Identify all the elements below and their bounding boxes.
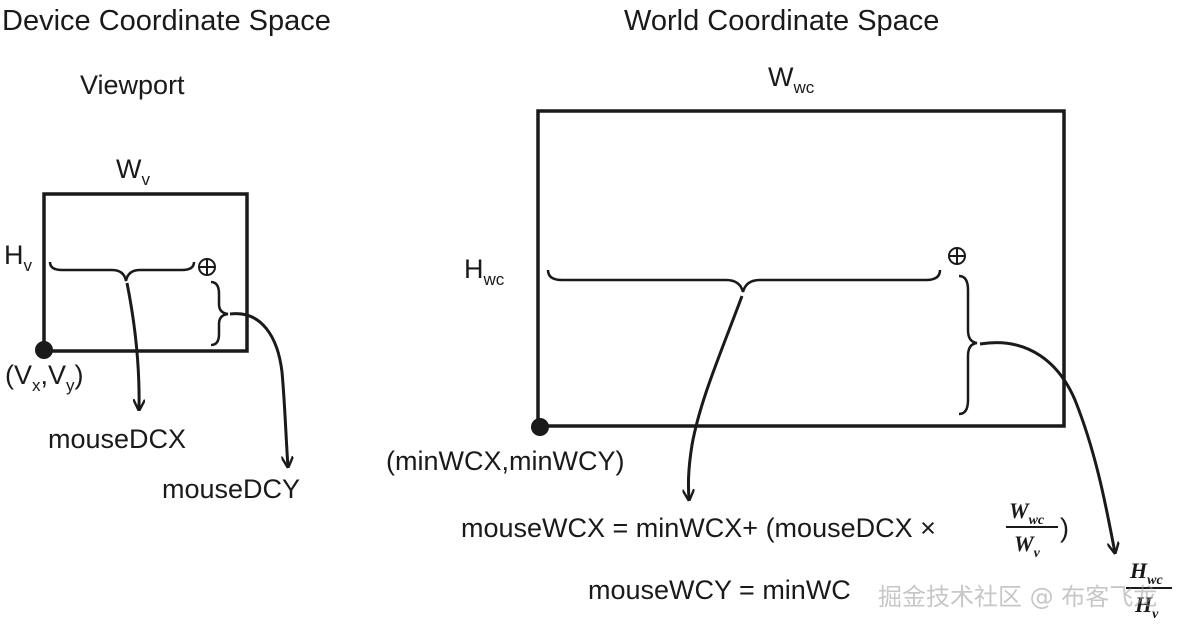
world-x-brace: [546, 269, 942, 293]
viewport-label: Viewport: [80, 70, 185, 100]
world-width-label: Wwc: [768, 62, 815, 97]
mouse-dcx-arrow: [125, 282, 139, 410]
viewport-origin-label: (Vx,Vy): [5, 360, 84, 395]
equation-y-lhs: mouseWCY = minWC: [588, 575, 851, 605]
equation-mouse-wcx: mouseWCX = minWCX+ (mouseDCX × Wwc Wv ): [461, 498, 1069, 561]
world-height-label: Hwc: [464, 254, 505, 289]
world-y-brace: [958, 274, 978, 416]
equation-mouse-wcy: mouseWCY = minWC Hwc Hv: [588, 558, 1172, 622]
mouse-wcy-arrow: [979, 341, 1115, 553]
viewport-origin-dot: [35, 341, 53, 359]
equation-x-numerator: Wwc: [1009, 498, 1045, 528]
world-window-rect: [536, 109, 1066, 428]
equation-x-lhs: mouseWCX = minWCX+ (mouseDCX ×: [461, 513, 936, 543]
mouse-dcx-label: mouseDCX: [48, 424, 186, 454]
world-origin-label: (minWCX,minWCY): [386, 446, 624, 476]
equation-x-close-paren: ): [1060, 513, 1069, 543]
world-space-title: World Coordinate Space: [624, 5, 939, 37]
device-y-brace: [210, 280, 229, 347]
viewport-rect: [42, 192, 249, 353]
world-origin-dot: [531, 418, 549, 436]
viewport-height-label: Hv: [4, 240, 33, 275]
viewport-width-label: Wv: [116, 154, 150, 189]
mouse-dcy-arrow: [229, 312, 288, 467]
mouse-dcy-label: mouseDCY: [162, 474, 300, 504]
crosshair-circle-icon: [948, 247, 966, 265]
watermark-text: 掘金技术社区 @ 布客飞龙: [878, 583, 1157, 611]
equation-x-denominator: Wv: [1014, 531, 1041, 561]
device-x-brace: [48, 261, 196, 282]
crosshair-circle-icon: [198, 258, 216, 276]
mouse-wcx-arrow: [688, 295, 744, 500]
equation-y-denominator: Hv: [1134, 592, 1159, 622]
equation-y-numerator: Hwc: [1129, 558, 1163, 588]
device-space-title: Device Coordinate Space: [2, 5, 331, 37]
